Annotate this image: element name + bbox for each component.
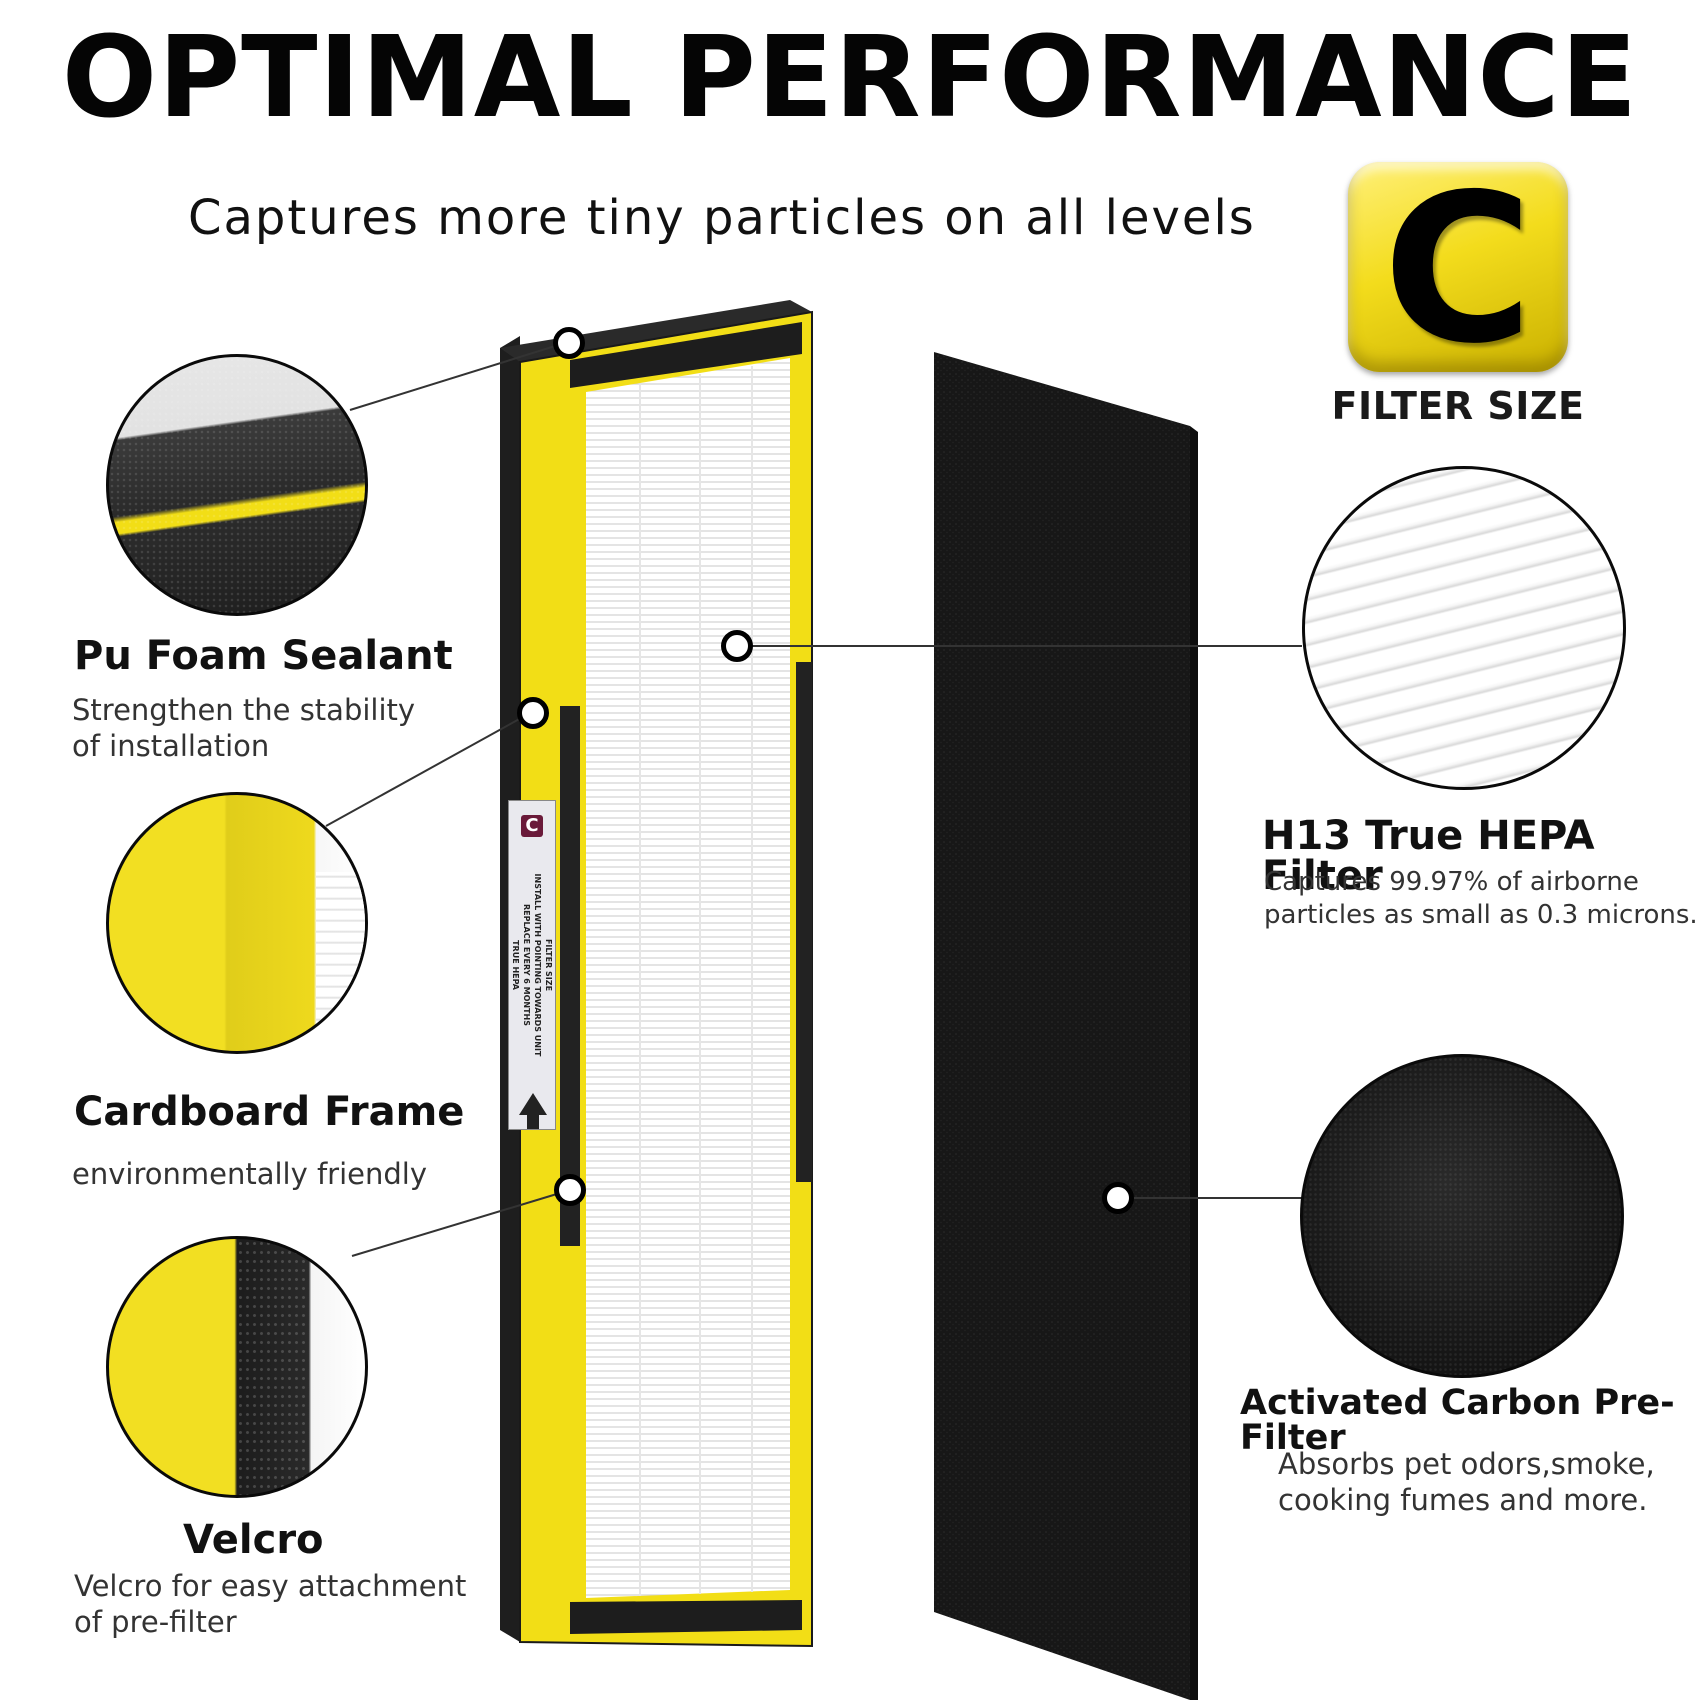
velcro-title: Velcro [183, 1517, 324, 1563]
foam-desc-line-2: of installation [72, 729, 270, 763]
frame-title: Cardboard Frame [74, 1089, 465, 1135]
sticker-line-1: FILTER SIZE [544, 938, 553, 992]
velcro-desc-line-1: Velcro for easy attachment [74, 1569, 467, 1603]
marker-frame [517, 697, 549, 729]
sticker-line-3: REPLACE EVERY 6 MONTHS [522, 903, 531, 1027]
foam-description: Strengthen the stability of installation [72, 692, 415, 764]
sticker-line-4: TRUE HEPA [511, 940, 520, 990]
marker-hepa [721, 630, 753, 662]
carbon-desc-line-1: Absorbs pet odors,smoke, [1278, 1447, 1655, 1481]
velcro-strip-left [560, 706, 580, 1246]
foam-desc-line-1: Strengthen the stability [72, 693, 416, 727]
carbon-prefilter [934, 352, 1190, 1700]
marker-carbon [1102, 1182, 1134, 1214]
sticker-size-letter: C [521, 815, 543, 837]
up-arrow-stem [527, 1113, 539, 1129]
carbon-zoom-image [1300, 1054, 1624, 1378]
filter-size-letter: C [1382, 151, 1534, 389]
hepa-zoom-image [1302, 466, 1626, 790]
hepa-pleated-media [586, 358, 790, 1598]
sticker-text: FILTER SIZE INSTALL WITH POINTING TOWARD… [510, 815, 554, 1115]
filter-size-caption: FILTER SIZE [1331, 384, 1585, 428]
hepa-filter-top-foam [500, 300, 812, 362]
velcro-zoom-image [106, 1236, 368, 1498]
frame-desc-line-1: environmentally friendly [72, 1157, 427, 1191]
foam-zoom-image [106, 354, 368, 616]
carbon-desc-line-2: cooking fumes and more. [1278, 1483, 1648, 1517]
page-title: OPTIMAL PERFORMANCE [61, 13, 1639, 143]
carbon-description: Absorbs pet odors,smoke, cooking fumes a… [1278, 1446, 1655, 1518]
frame-description: environmentally friendly [72, 1156, 427, 1192]
page-subtitle: Captures more tiny particles on all leve… [188, 190, 1256, 246]
velcro-desc-line-2: of pre-filter [74, 1605, 237, 1639]
marker-velcro [554, 1174, 586, 1206]
sticker-line-2: INSTALL WITH POINTING TOWARDS UNIT [533, 873, 542, 1057]
marker-foam [553, 327, 585, 359]
foam-title: Pu Foam Sealant [74, 633, 453, 679]
hepa-desc-line-2: particles as small as 0.3 microns. [1264, 900, 1698, 930]
velcro-strip-right [796, 662, 812, 1182]
up-arrow-icon [519, 1093, 547, 1115]
hepa-filter-frame [519, 310, 813, 1648]
hepa-title: H13 True HEPA Filter [1262, 813, 1595, 899]
hepa-description: Captures 99.97% of airborne particles as… [1264, 866, 1698, 932]
filter-label-sticker: C FILTER SIZE INSTALL WITH POINTING TOWA… [508, 800, 556, 1130]
velcro-description: Velcro for easy attachment of pre-filter [74, 1568, 466, 1640]
hepa-desc-line-1: Captures 99.97% of airborne [1264, 867, 1639, 897]
filter-size-badge: C [1348, 151, 1568, 389]
frame-zoom-image [106, 792, 368, 1054]
carbon-title: Activated Carbon Pre-Filter [1240, 1383, 1675, 1458]
